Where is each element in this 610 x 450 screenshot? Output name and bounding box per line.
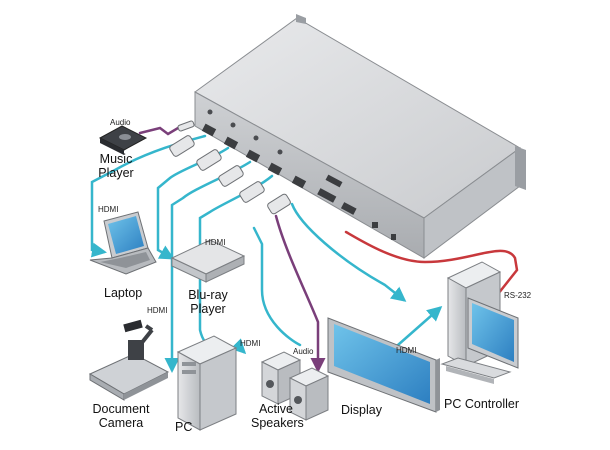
pc-label: PC <box>175 420 193 434</box>
audio-label-speakers: Audio <box>293 347 314 356</box>
bluray-device <box>170 239 246 283</box>
hdmi-cable-display <box>290 202 407 302</box>
hdmi-label-pc: HDMI <box>240 339 261 348</box>
laptop-device <box>89 211 157 275</box>
document-camera-label: Document Camera <box>92 402 150 430</box>
port-panel <box>201 123 396 240</box>
switcher-unit <box>194 14 526 259</box>
hdmi-plugs <box>169 120 291 215</box>
pc-controller-device <box>440 261 519 384</box>
pc-controller-label: PC Controller <box>444 397 520 411</box>
hdmi-label-camera: HDMI <box>147 306 168 315</box>
rs232-cable <box>344 230 519 296</box>
hdmi-cable-camera <box>164 160 252 373</box>
rs232-label: RS-232 <box>504 291 532 300</box>
cables <box>90 124 519 373</box>
port-dots <box>207 109 283 155</box>
music-player-label: Music Player <box>98 152 134 180</box>
pc-device <box>176 335 238 431</box>
music-player-device <box>98 125 148 155</box>
hdmi-label-display: HDMI <box>396 346 417 355</box>
hdmi-label-bluray: HDMI <box>205 238 226 247</box>
bluray-label: Blu-ray Player <box>188 288 228 316</box>
laptop-label: Laptop <box>104 286 143 300</box>
display-device <box>327 317 440 413</box>
display-label: Display <box>341 403 382 417</box>
hdmi-label-laptop: HDMI <box>98 205 119 214</box>
active-speakers-label: Active Speakers <box>251 402 304 430</box>
document-camera-device <box>88 319 170 401</box>
audio-label-music: Audio <box>110 118 131 127</box>
hdmi-cable-display-in <box>252 226 302 347</box>
speakers-device <box>260 351 330 421</box>
hdmi-cable-laptop <box>90 134 207 258</box>
audio-cable-speakers <box>274 214 326 373</box>
